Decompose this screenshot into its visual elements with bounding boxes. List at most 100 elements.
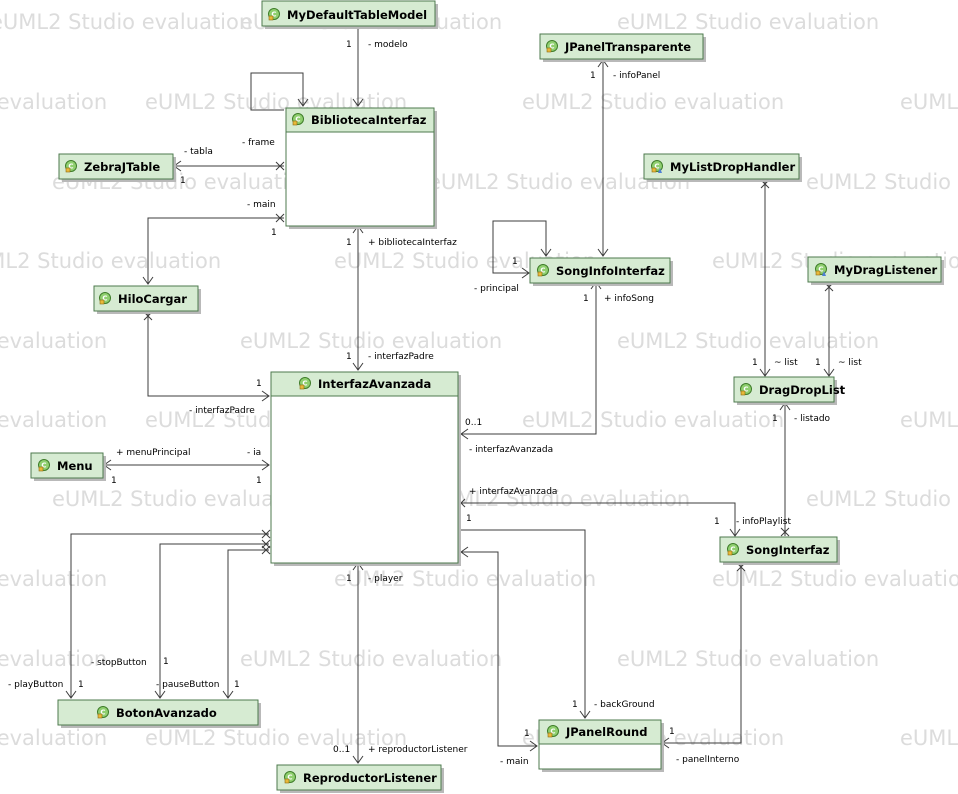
class-DragDropList[interactable]: DragDropList: [733, 376, 846, 405]
class-HiloCargar[interactable]: HiloCargar: [93, 285, 201, 314]
interface-icon: [815, 263, 827, 277]
multiplicity: 1: [346, 352, 352, 362]
class-name: JPanelTransparente: [564, 40, 691, 54]
edge-stopButton[interactable]: [70, 533, 269, 698]
class-Menu[interactable]: Menu: [30, 452, 106, 481]
edge-main-round[interactable]: [461, 551, 537, 747]
edge-backGround[interactable]: [461, 529, 586, 718]
arrowhead: [261, 390, 270, 402]
edge-pauseButton-b[interactable]: [227, 549, 269, 698]
class-boxes: MyDefaultTableModel BibliotecaInterfaz Z…: [30, 0, 944, 793]
watermark: eUML2 Studio evaluation: [900, 726, 958, 750]
arrowhead: [823, 368, 835, 377]
class-MyDefaultTableModel[interactable]: MyDefaultTableModel: [261, 0, 438, 29]
multiplicity: 1: [512, 257, 518, 267]
class-name: BibliotecaInterfaz: [311, 113, 427, 127]
role-label: - principal: [474, 284, 519, 294]
arrowhead: [597, 248, 609, 257]
multiplicity: 1: [234, 680, 240, 690]
edge-pauseButton[interactable]: [159, 543, 269, 698]
arrowhead: [352, 755, 364, 764]
watermark: eUML2 Studio evaluation: [617, 329, 879, 353]
role-label: - tabla: [184, 147, 213, 157]
edge-main-bib[interactable]: [147, 217, 284, 284]
watermark: eUML2 Studio evaluation: [617, 647, 879, 671]
watermark: eUML2 Studio evaluation: [900, 90, 958, 114]
watermark: eUML2 Studio evaluation: [240, 647, 502, 671]
class-BotonAvanzado[interactable]: BotonAvanzado: [57, 699, 261, 728]
edge-infoPlaylist[interactable]: [461, 502, 736, 536]
watermark: eUML2 Studio evaluation: [0, 567, 107, 591]
class-name: SongInfoInterfaz: [556, 264, 665, 278]
edge-frame[interactable]: [250, 72, 304, 111]
edge-principal[interactable]: [492, 220, 547, 274]
arrowhead: [759, 368, 771, 377]
class-icon: [38, 459, 50, 472]
multiplicity: 1: [669, 727, 675, 737]
cross-mark: [261, 529, 271, 539]
role-label: - panelInterno: [676, 755, 740, 765]
class-icon: [537, 264, 549, 277]
role-label: ~ list: [774, 358, 798, 368]
class-name: SongInterfaz: [746, 543, 830, 557]
role-label: ~ list: [838, 358, 862, 368]
class-SongInterfaz[interactable]: SongInterfaz: [719, 536, 840, 565]
arrowhead: [222, 690, 234, 699]
class-name: BotonAvanzado: [116, 706, 217, 720]
class-name: ZebraJTable: [84, 160, 160, 174]
class-icon: [65, 160, 77, 173]
multiplicity: 1: [466, 514, 472, 524]
role-label: - interfazPadre: [368, 352, 434, 362]
multiplicity: 1: [583, 294, 589, 304]
arrowhead: [352, 98, 364, 107]
watermark: eUML2 Studio evaluation: [145, 726, 407, 750]
multiplicity: 1: [346, 574, 352, 584]
watermark: eUML2 Studio evaluation: [617, 10, 879, 34]
multiplicity: 0..1: [333, 745, 350, 755]
class-BibliotecaInterfaz[interactable]: BibliotecaInterfaz: [285, 107, 437, 229]
cross-mark: [275, 161, 285, 171]
role-label: - interfazPadre: [189, 406, 255, 416]
class-InterfazAvanzada[interactable]: InterfazAvanzada: [270, 371, 461, 566]
class-name: MyDefaultTableModel: [287, 8, 427, 22]
watermark: eUML2 Studio evaluation: [240, 329, 502, 353]
class-ReproductorListener[interactable]: ReproductorListener: [276, 764, 444, 793]
multiplicity: 1: [815, 358, 821, 368]
watermark: eUML2 Studio evaluation: [428, 487, 690, 511]
interface-icon: [651, 160, 663, 174]
multiplicity: 1: [524, 729, 530, 739]
multiplicity: 1: [256, 379, 262, 389]
multiplicity: 1: [572, 700, 578, 710]
class-SongInfoInterfaz[interactable]: SongInfoInterfaz: [529, 257, 673, 286]
role-label: + bibliotecaInterfaz: [368, 238, 457, 248]
role-label: + interfazAvanzada: [469, 487, 557, 497]
class-JPanelTransparente[interactable]: JPanelTransparente: [539, 33, 706, 62]
watermark: eUML2 Studio evaluation: [0, 10, 252, 34]
watermark: eUML2 Studio evaluation: [0, 726, 107, 750]
class-icon: [292, 113, 304, 126]
cross-mark: [261, 545, 271, 555]
class-MyDragListener[interactable]: MyDragListener: [807, 256, 944, 285]
role-label: - ia: [247, 448, 261, 458]
class-JPanelRound[interactable]: JPanelRound: [538, 719, 664, 772]
edge-infoSong[interactable]: [461, 282, 597, 435]
watermark: eUML2 Studio evaluation: [522, 90, 784, 114]
class-icon: [740, 383, 752, 396]
multiplicity: 1: [78, 680, 84, 690]
class-name: Menu: [57, 459, 93, 473]
arrowhead: [529, 740, 538, 752]
class-ZebraJTable[interactable]: ZebraJTable: [58, 153, 176, 182]
watermark: eUML2 Studio evaluation: [900, 408, 958, 432]
arrowhead: [154, 690, 166, 699]
class-MyListDropHandler[interactable]: MyListDropHandler: [643, 153, 802, 182]
role-label: - stopButton: [91, 658, 147, 668]
class-icon: [268, 8, 280, 21]
edge-interfazPadre[interactable]: [147, 310, 269, 397]
class-icon: [727, 543, 739, 556]
arrowhead: [521, 267, 530, 279]
watermark: eUML2 Studio evaluation: [806, 487, 958, 511]
edge-panelInterno[interactable]: [662, 563, 742, 744]
arrowhead: [729, 528, 741, 537]
watermark: eUML2 Studio evaluation: [0, 408, 107, 432]
role-label: - listado: [794, 414, 831, 424]
